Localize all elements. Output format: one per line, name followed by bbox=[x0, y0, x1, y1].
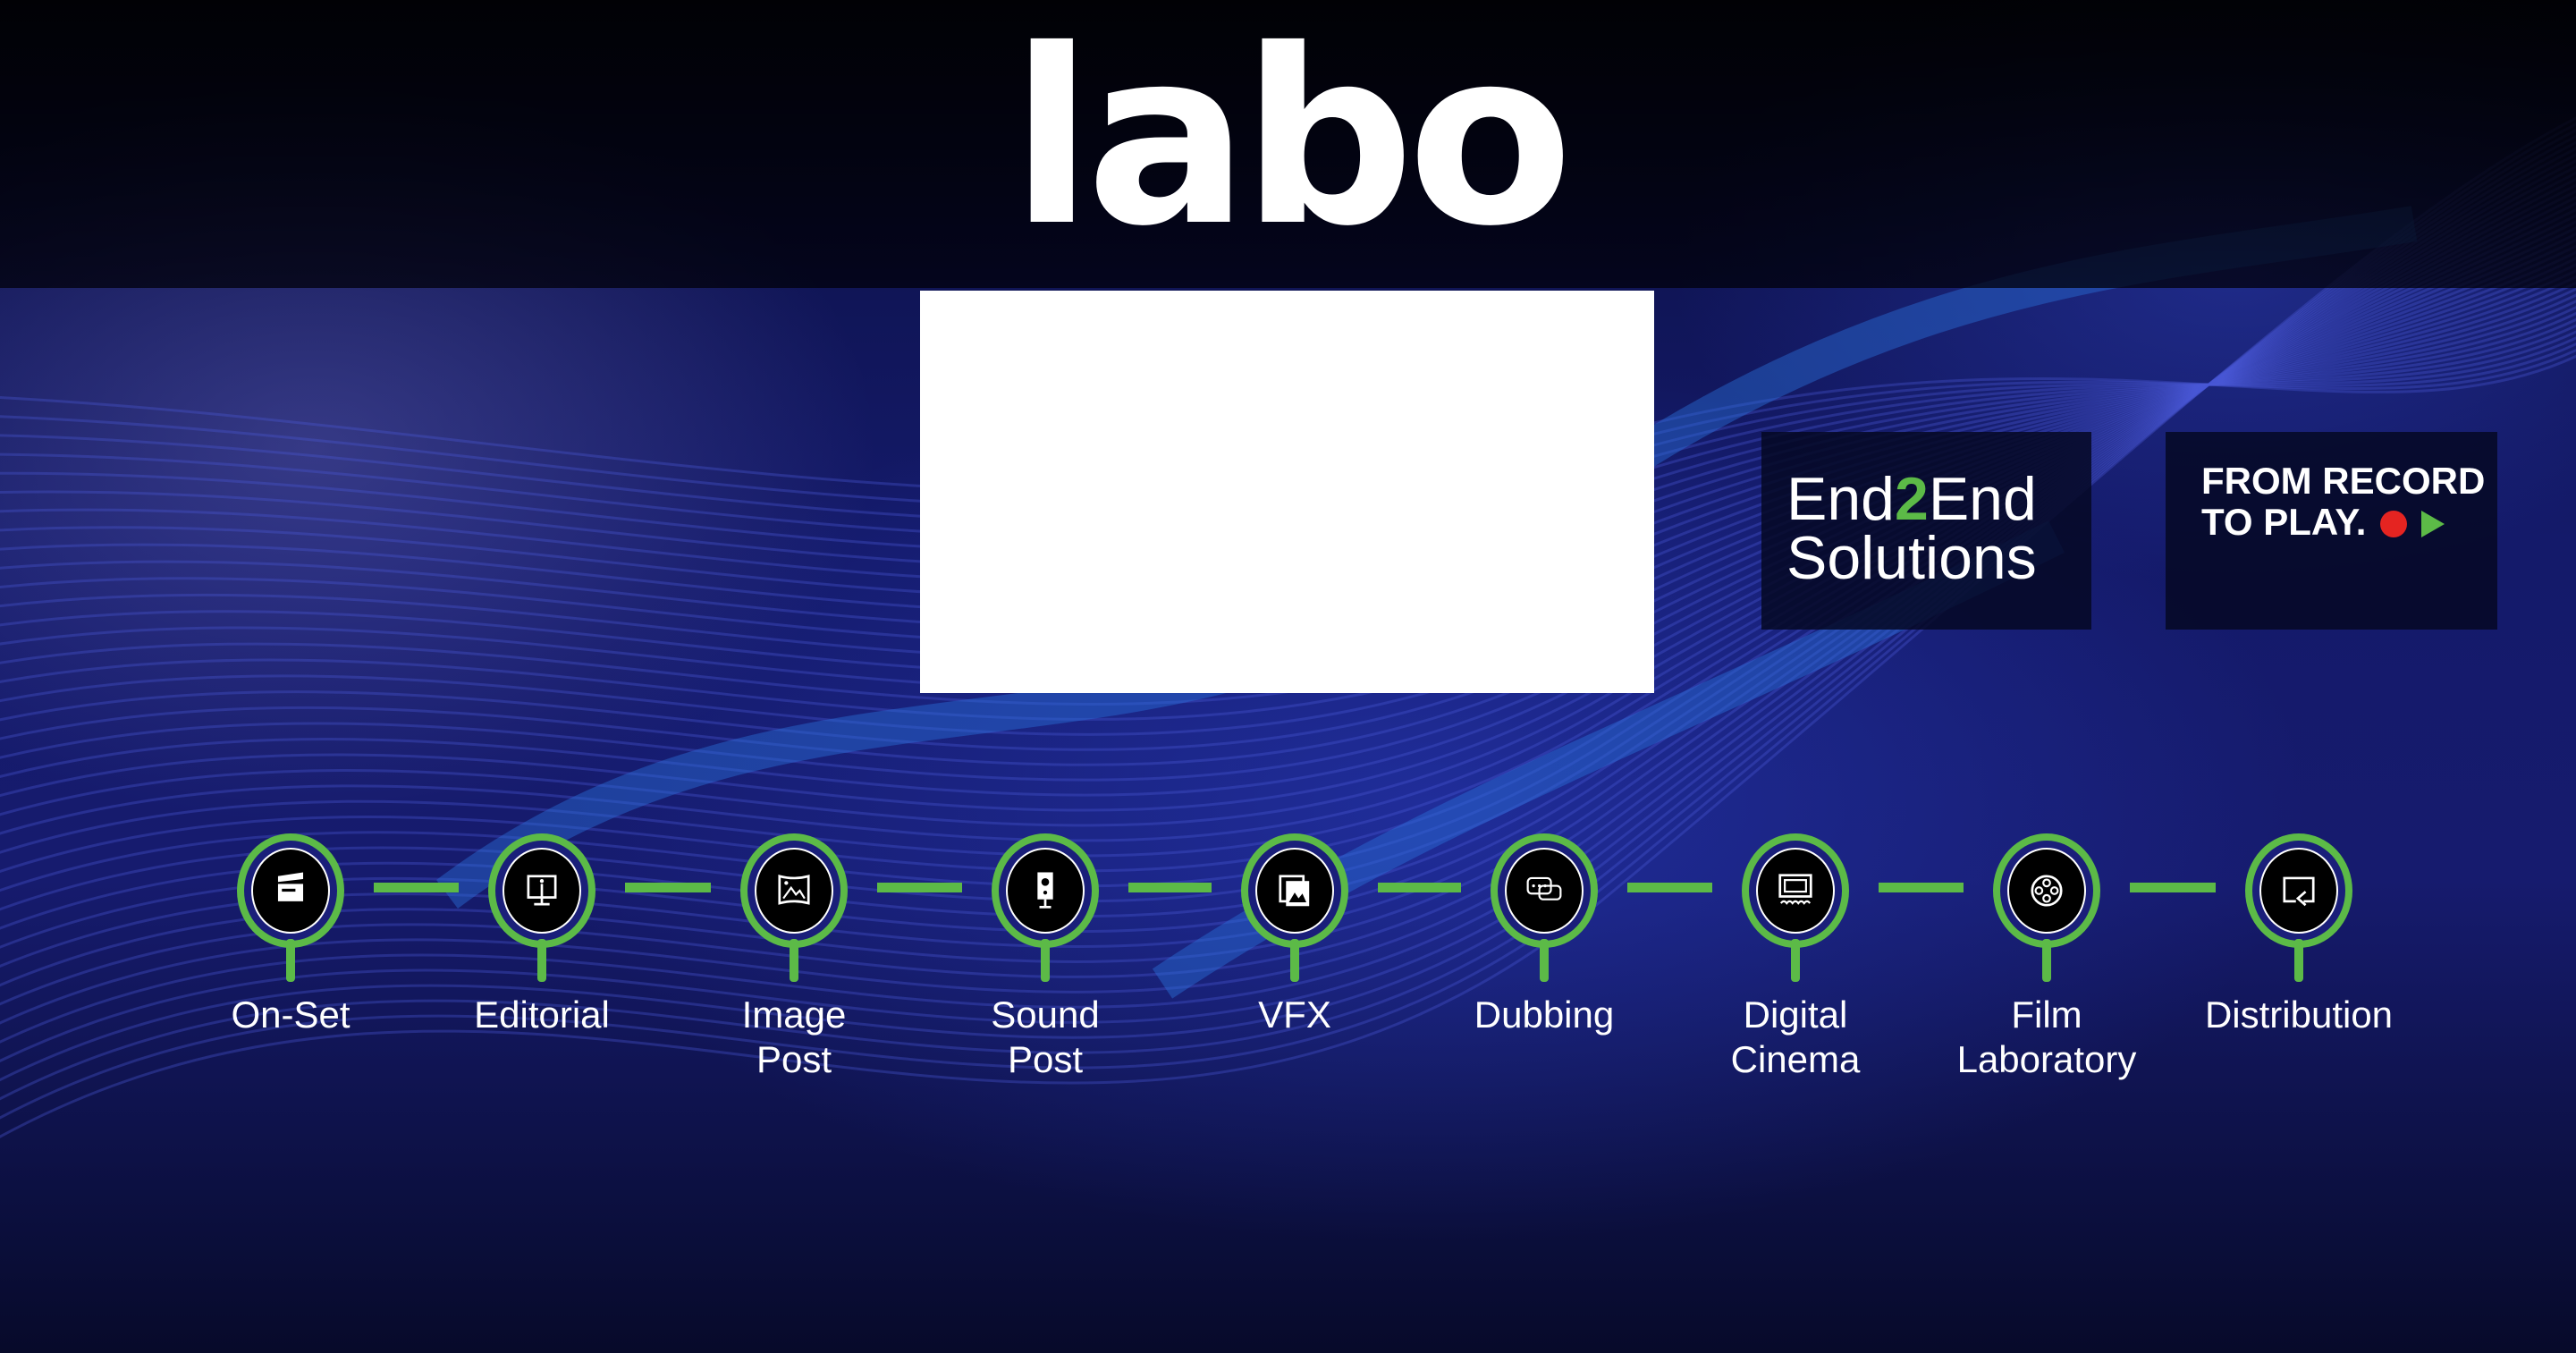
connector-line bbox=[1879, 883, 1964, 892]
step-label-line1: Digital bbox=[1743, 994, 1848, 1036]
step-label-line1: Sound bbox=[991, 994, 1100, 1036]
wave-line bbox=[0, 190, 2576, 911]
step-node[interactable] bbox=[1742, 833, 1849, 948]
record-line1: FROM RECORD bbox=[2201, 460, 2486, 502]
step-node[interactable] bbox=[1491, 833, 1598, 948]
step-label-line1: Editorial bbox=[474, 994, 610, 1036]
step-stem bbox=[1791, 939, 1800, 982]
step-label-line2: Cinema bbox=[1730, 1038, 1861, 1080]
step-stem bbox=[790, 939, 798, 982]
wave-line bbox=[0, 238, 2576, 782]
record-line2: TO PLAY. bbox=[2201, 501, 2367, 543]
wave-line bbox=[0, 233, 2576, 797]
connector-line bbox=[1128, 883, 1212, 892]
wave-line bbox=[0, 196, 2576, 892]
connector-line bbox=[2130, 883, 2216, 892]
wave-line bbox=[0, 250, 2576, 751]
wave-line bbox=[0, 214, 2576, 842]
play-triangle-icon bbox=[2421, 511, 2445, 537]
speech-bubbles-icon bbox=[1526, 876, 1562, 901]
step-stem bbox=[1290, 939, 1299, 982]
header-band bbox=[0, 0, 2576, 288]
step-label-line2: Post bbox=[756, 1038, 832, 1080]
step-label-line1: VFX bbox=[1258, 994, 1331, 1036]
record-dot-icon bbox=[2380, 511, 2408, 537]
wave-line bbox=[0, 226, 2576, 812]
clapperboard-icon bbox=[277, 872, 304, 901]
step-label-line2: Laboratory bbox=[1956, 1038, 2137, 1080]
step-stem bbox=[1540, 939, 1549, 982]
step-node[interactable] bbox=[992, 833, 1099, 948]
e2e-part2: 2 bbox=[1895, 465, 1929, 533]
step-label-line1: Dubbing bbox=[1474, 994, 1615, 1036]
step-label-line1: Distribution bbox=[2204, 994, 2394, 1036]
step-label: Dubbing bbox=[1365, 993, 1723, 1037]
monitor-icon bbox=[527, 875, 557, 906]
cast-screen-icon bbox=[2283, 876, 2315, 907]
panorama-image-icon bbox=[778, 875, 810, 905]
wave-line bbox=[0, 171, 2576, 968]
connector-line bbox=[1378, 883, 1461, 892]
labo-logo: labo bbox=[1010, 0, 1574, 279]
step-node[interactable] bbox=[740, 833, 848, 948]
step-stem bbox=[2294, 939, 2303, 982]
step-label-line1: On-Set bbox=[231, 994, 351, 1036]
e2e-part3: End bbox=[1928, 465, 2037, 533]
connector-line bbox=[374, 883, 459, 892]
speaker-icon bbox=[1037, 872, 1053, 909]
video-placeholder[interactable] bbox=[920, 291, 1654, 693]
e2e-line2: Solutions bbox=[1786, 524, 2037, 592]
wave-line bbox=[0, 177, 2576, 949]
step-node[interactable] bbox=[237, 833, 344, 948]
step-stem bbox=[537, 939, 546, 982]
step-label: Editorial bbox=[363, 993, 721, 1037]
step-stem bbox=[2042, 939, 2051, 982]
wave-line bbox=[0, 183, 2576, 930]
wave-line bbox=[0, 207, 2576, 858]
wave-line bbox=[0, 201, 2576, 874]
connector-line bbox=[877, 883, 962, 892]
step-label: VFX bbox=[1116, 993, 1474, 1037]
step-stem bbox=[1041, 939, 1050, 982]
step-label: Distribution bbox=[2120, 993, 2478, 1037]
step-node[interactable] bbox=[1241, 833, 1348, 948]
connector-line bbox=[625, 883, 711, 892]
step-node[interactable] bbox=[1993, 833, 2100, 948]
step-label-line1: Film bbox=[2011, 994, 2082, 1036]
e2e-part1: End bbox=[1786, 465, 1895, 533]
step-stem bbox=[286, 939, 295, 982]
step-label-line2: Post bbox=[1007, 1038, 1084, 1080]
step-label-line1: Image bbox=[741, 994, 847, 1036]
wave-line bbox=[0, 220, 2576, 827]
layered-images-icon bbox=[1279, 875, 1310, 907]
cinema-screen-icon bbox=[1778, 874, 1812, 905]
step-node[interactable] bbox=[488, 833, 595, 948]
step-node[interactable] bbox=[2245, 833, 2352, 948]
step-label: On-Set bbox=[112, 993, 469, 1037]
film-reel-icon bbox=[2031, 875, 2063, 907]
connector-line bbox=[1627, 883, 1712, 892]
wave-line bbox=[0, 244, 2576, 766]
